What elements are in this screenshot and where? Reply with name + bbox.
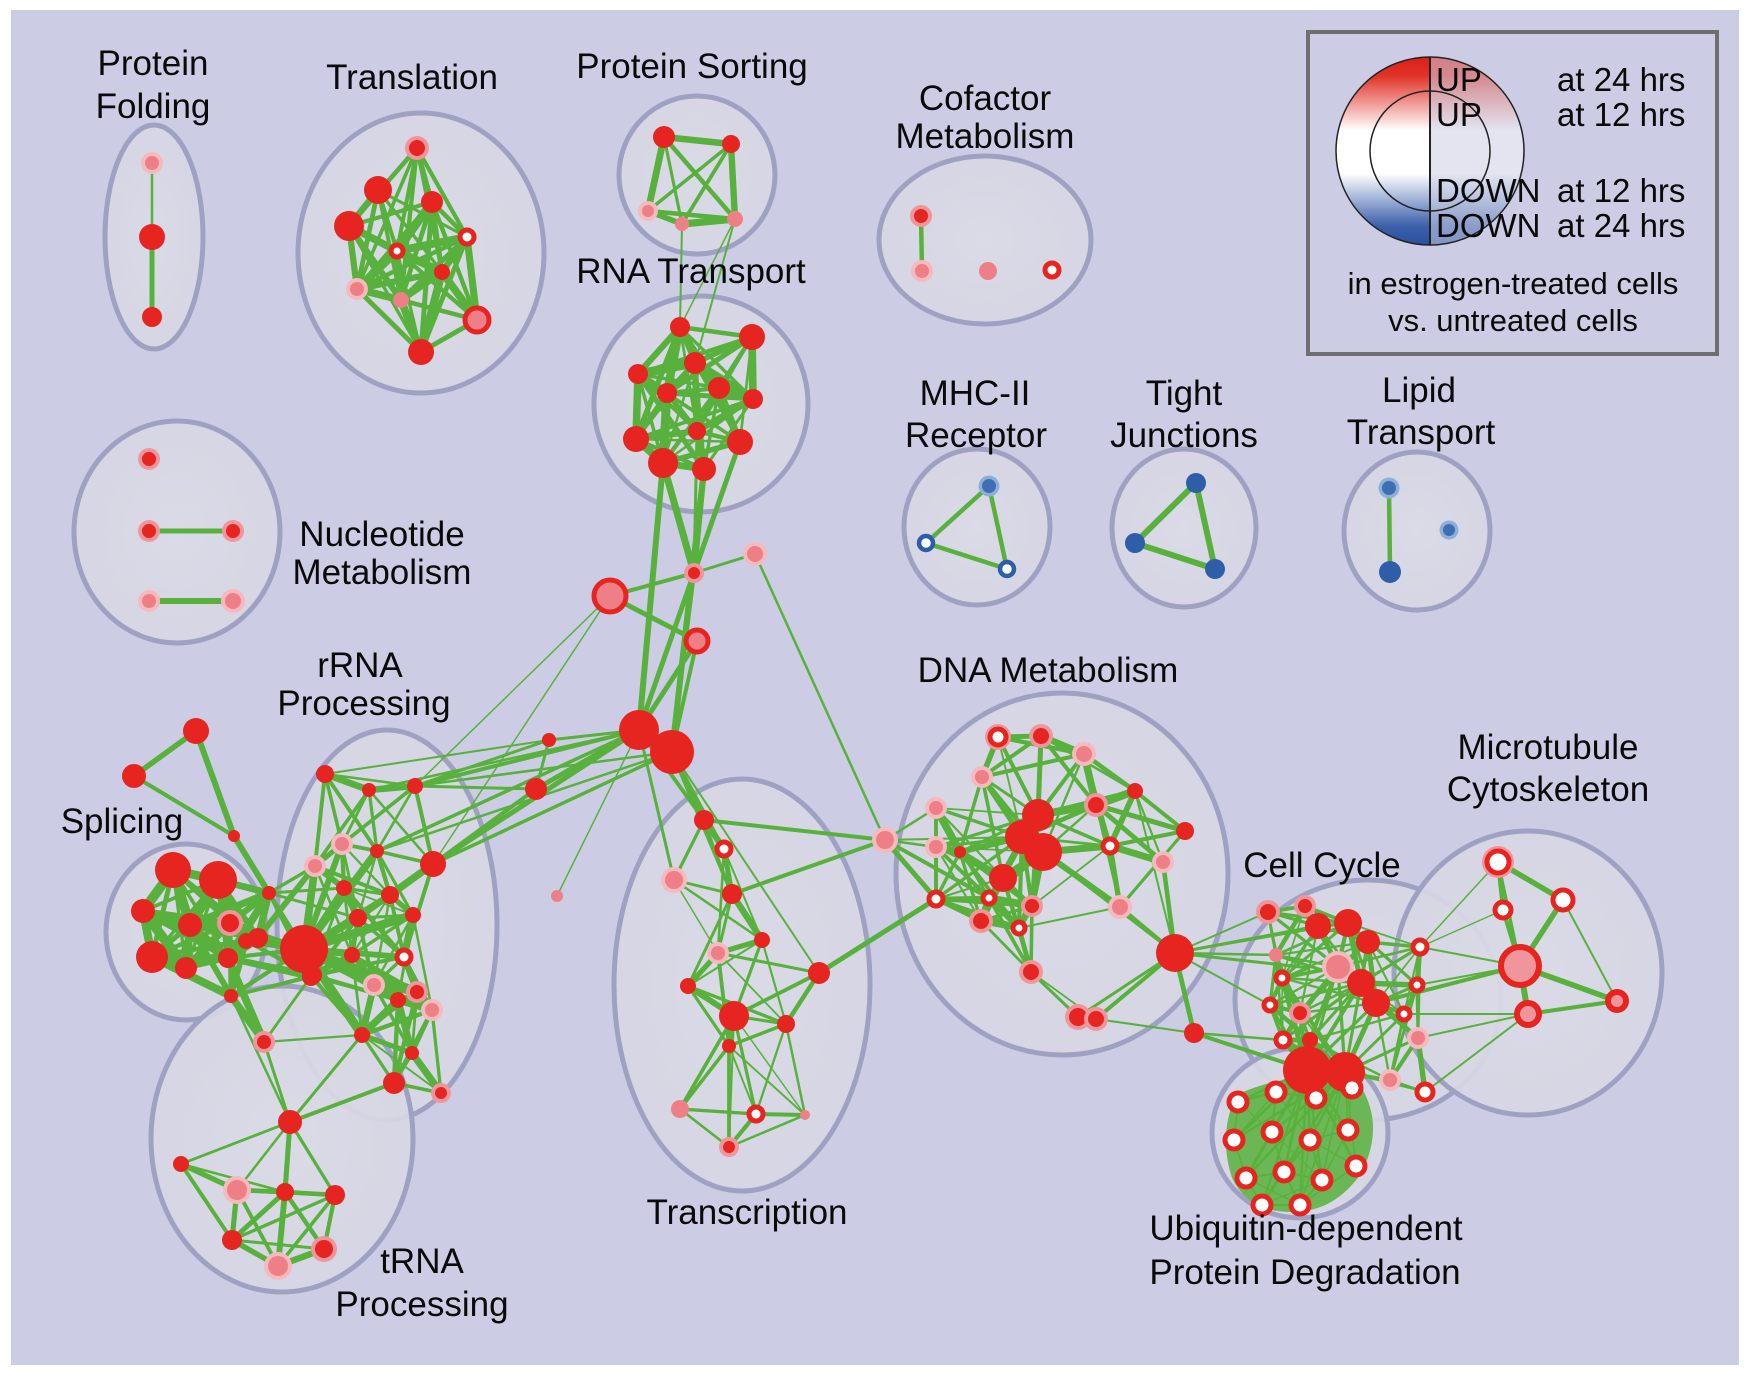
svg-text:Microtubule: Microtubule bbox=[1458, 728, 1639, 767]
svg-text:at 24 hrs: at 24 hrs bbox=[1557, 61, 1685, 98]
svg-text:UP: UP bbox=[1436, 96, 1482, 133]
svg-text:Folding: Folding bbox=[96, 87, 211, 126]
svg-text:Protein Sorting: Protein Sorting bbox=[576, 47, 808, 86]
svg-text:Ubiquitin-dependent: Ubiquitin-dependent bbox=[1149, 1209, 1463, 1248]
svg-text:Receptor: Receptor bbox=[905, 416, 1047, 455]
svg-text:Nucleotide: Nucleotide bbox=[299, 515, 464, 554]
svg-text:Cell Cycle: Cell Cycle bbox=[1243, 846, 1401, 885]
svg-text:MHC-II: MHC-II bbox=[920, 374, 1031, 413]
svg-text:vs. untreated cells: vs. untreated cells bbox=[1388, 303, 1638, 338]
svg-text:UP: UP bbox=[1436, 61, 1482, 98]
svg-text:in estrogen-treated cells: in estrogen-treated cells bbox=[1348, 266, 1679, 301]
svg-text:Translation: Translation bbox=[326, 58, 498, 97]
svg-text:Cytoskeleton: Cytoskeleton bbox=[1447, 770, 1649, 809]
svg-text:DOWN: DOWN bbox=[1436, 172, 1540, 209]
svg-text:Protein Degradation: Protein Degradation bbox=[1149, 1253, 1460, 1292]
svg-text:Metabolism: Metabolism bbox=[293, 553, 472, 592]
svg-text:DOWN: DOWN bbox=[1436, 207, 1540, 244]
svg-text:DNA Metabolism: DNA Metabolism bbox=[918, 651, 1179, 690]
svg-text:Transcription: Transcription bbox=[647, 1193, 848, 1232]
svg-text:Tight: Tight bbox=[1146, 374, 1223, 413]
svg-text:Processing: Processing bbox=[277, 684, 450, 723]
svg-text:rRNA: rRNA bbox=[317, 646, 403, 685]
svg-text:Transport: Transport bbox=[1347, 413, 1496, 452]
svg-text:Splicing: Splicing bbox=[61, 802, 184, 841]
svg-text:at 24 hrs: at 24 hrs bbox=[1557, 207, 1685, 244]
svg-text:Junctions: Junctions bbox=[1110, 416, 1258, 455]
svg-text:at 12 hrs: at 12 hrs bbox=[1557, 96, 1685, 133]
svg-text:Processing: Processing bbox=[335, 1285, 508, 1324]
svg-text:Lipid: Lipid bbox=[1382, 371, 1456, 410]
svg-text:RNA Transport: RNA Transport bbox=[576, 252, 806, 291]
svg-text:tRNA: tRNA bbox=[380, 1242, 464, 1281]
svg-text:Cofactor: Cofactor bbox=[919, 79, 1052, 118]
svg-text:at 12 hrs: at 12 hrs bbox=[1557, 172, 1685, 209]
svg-text:Metabolism: Metabolism bbox=[896, 117, 1075, 156]
svg-text:Protein: Protein bbox=[98, 44, 209, 83]
